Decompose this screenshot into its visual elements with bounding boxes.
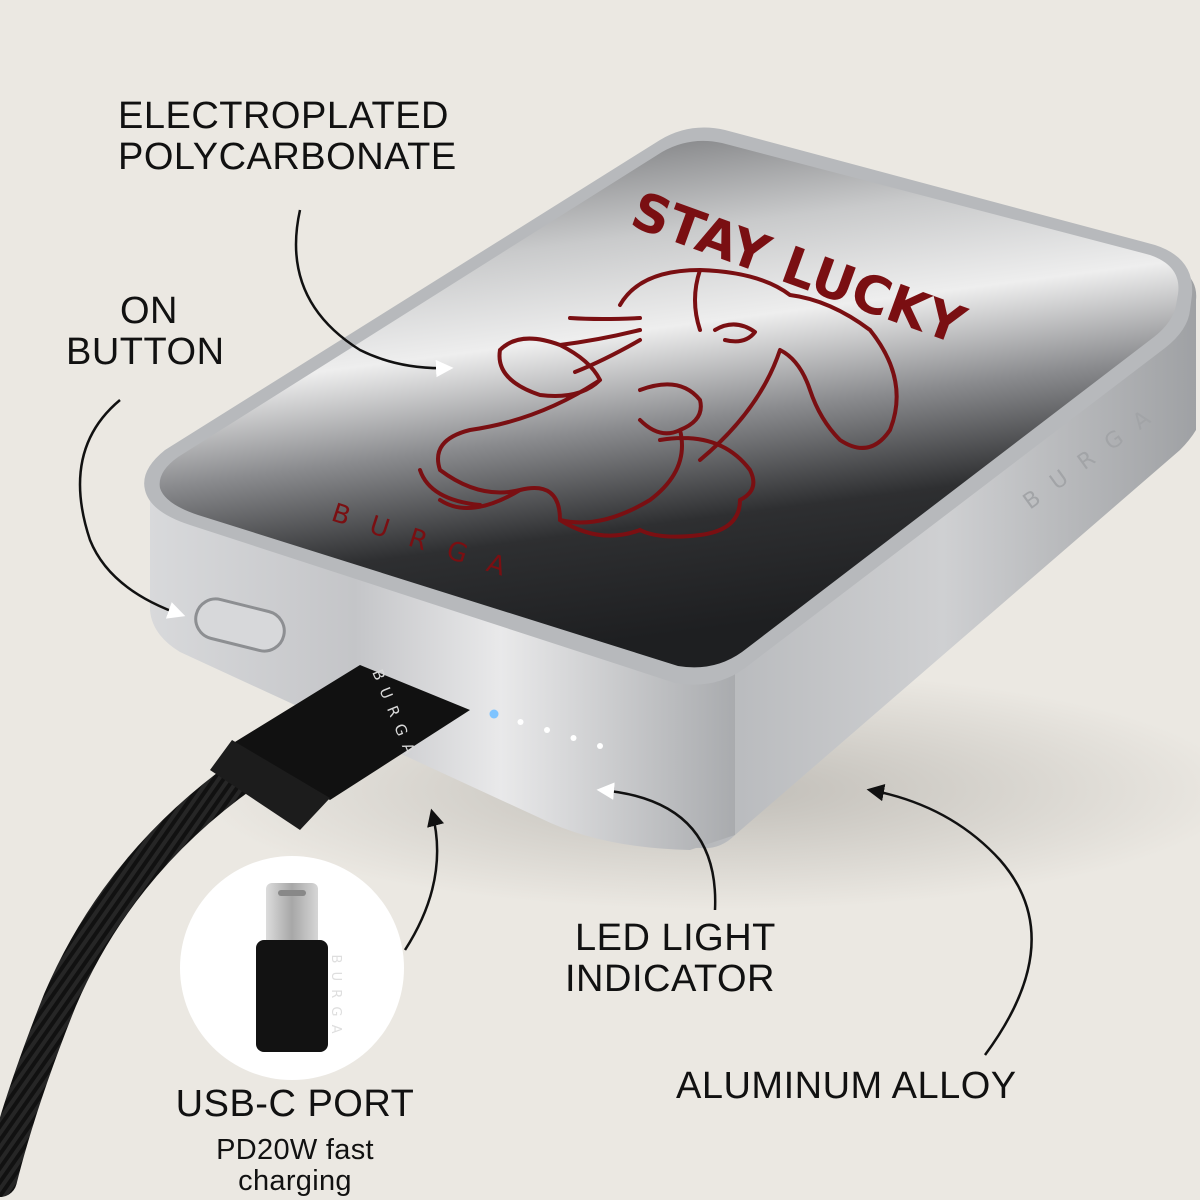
callout-electroplated-line1: ELECTROPLATED [118, 95, 449, 137]
callout-arrow-on-button [78, 399, 186, 619]
led-dot [489, 709, 499, 719]
aluminum-front-panel [150, 470, 735, 850]
callout-usb-c-port: USB-C PORT PD20W fast charging [160, 1083, 430, 1198]
callout-led-line2: INDICATOR [565, 958, 775, 1001]
callout-on-line1: ON [120, 290, 178, 332]
callout-led-indicator: LED LIGHT INDICATOR [565, 917, 776, 1001]
usb-c-connector-icon [266, 883, 318, 951]
callout-aluminum-alloy: ALUMINUM ALLOY [676, 1065, 1017, 1107]
callout-led-line1: LED LIGHT [575, 917, 776, 959]
power-button[interactable] [191, 595, 288, 656]
callout-arrow-electroplated [294, 209, 454, 378]
callout-usb-title: USB-C PORT [175, 1083, 415, 1125]
callout-usb-subtitle: PD20W fast charging [216, 1134, 374, 1198]
callout-arrow-usb [403, 808, 445, 951]
led-indicator-row [489, 709, 603, 749]
bunny-illustration [418, 268, 899, 539]
braided-cable [0, 753, 267, 1197]
usb-connector-housing [230, 665, 470, 800]
callout-on-button: ON BUTTON [66, 290, 225, 374]
callout-aluminum-text: ALUMINUM ALLOY [676, 1065, 1017, 1107]
electroplated-top-surface [159, 140, 1179, 668]
callout-arrow-aluminum [866, 783, 1033, 1056]
callout-electroplated-line2: POLYCARBONATE [118, 136, 457, 179]
led-dot [517, 719, 524, 725]
brand-on-inset: B U R G A [328, 955, 343, 1036]
led-dot [570, 735, 577, 741]
led-dot [544, 727, 550, 733]
usb-c-cable: BURGA [0, 665, 470, 1197]
callout-arrow-led [596, 782, 717, 911]
usb-c-housing-icon [256, 940, 328, 1052]
callout-on-line2: BUTTON [66, 331, 225, 374]
led-dot [597, 743, 603, 749]
usb-c-inset: B U R G A [180, 856, 404, 1080]
callout-electroplated-polycarbonate: ELECTROPLATED POLYCARBONATE [118, 95, 457, 179]
